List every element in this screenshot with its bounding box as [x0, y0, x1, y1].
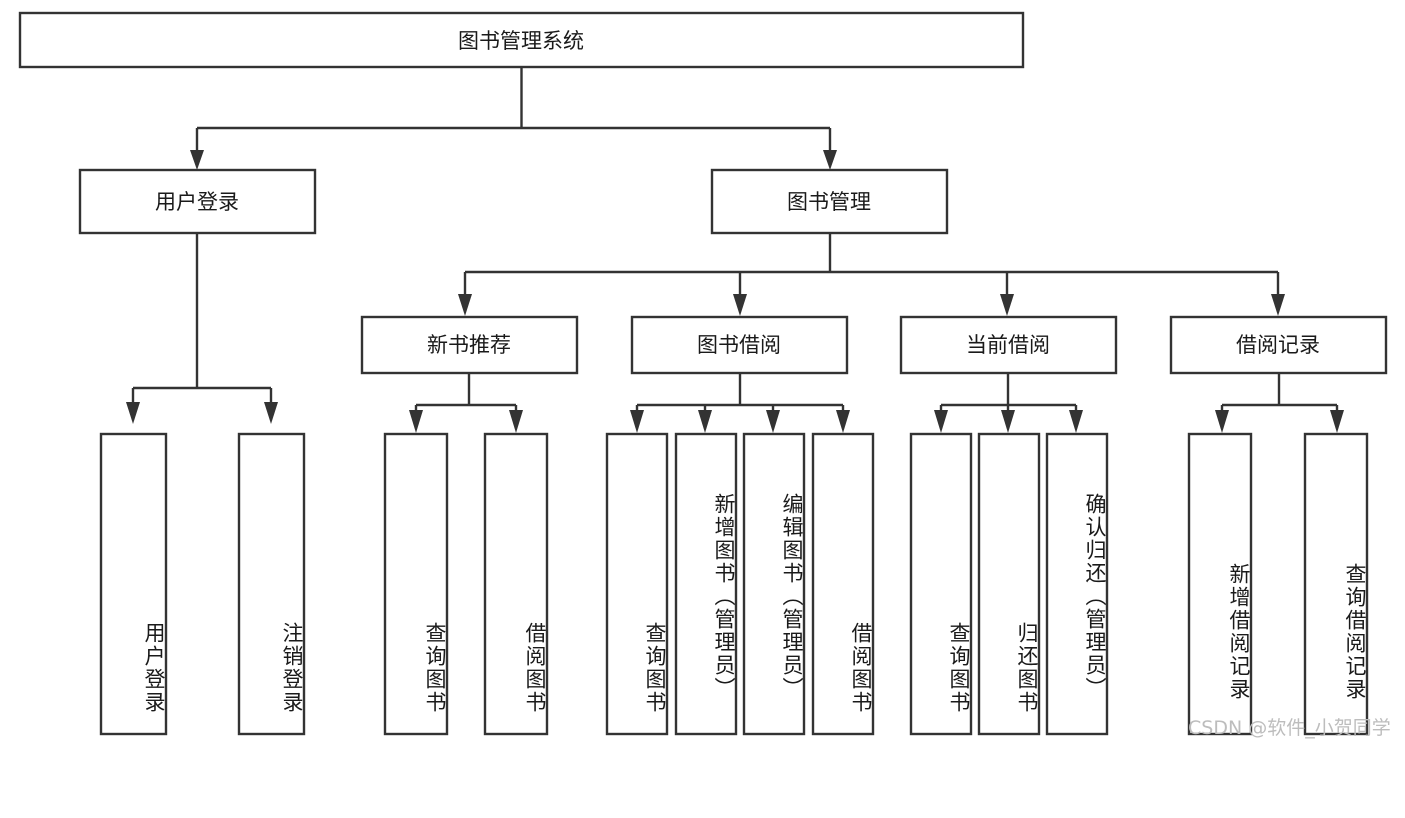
node-current-borrow[interactable]: 当前借阅	[899, 315, 1118, 375]
leaf-edit-book-box[interactable]	[742, 432, 806, 736]
leaf-borrow-book-2-box[interactable]	[811, 432, 875, 736]
leaf-query-record-box[interactable]	[1303, 432, 1369, 736]
leaf-user-login-box[interactable]	[99, 432, 168, 736]
connector-layer	[126, 67, 1344, 433]
node-borrow-record[interactable]: 借阅记录	[1169, 315, 1388, 375]
node-book-borrow-label: 图书借阅	[697, 333, 781, 357]
arrowhead-leaf-confirm-return	[1069, 410, 1083, 433]
node-user-login[interactable]: 用户登录	[78, 168, 317, 235]
node-book-borrow[interactable]: 图书借阅	[630, 315, 849, 375]
system-hierarchy-diagram: 图书管理系统 用户登录 图书管理 新书推荐 图书借阅 当前借阅 借阅记录	[18, 11, 1388, 736]
arrowhead-leaf-query-book-1	[409, 410, 423, 433]
watermark-text: CSDN @软件_小贺同学	[1188, 717, 1391, 739]
node-book-manage-label: 图书管理	[787, 190, 871, 214]
arrowhead-leaf-edit-book	[766, 410, 780, 433]
leaf-add-record-box[interactable]	[1187, 432, 1253, 736]
node-borrow-record-label: 借阅记录	[1236, 333, 1320, 357]
node-root-label: 图书管理系统	[458, 29, 584, 53]
node-root[interactable]: 图书管理系统	[18, 11, 1025, 69]
leaf-add-book-box[interactable]	[674, 432, 738, 736]
node-user-login-box[interactable]	[78, 168, 317, 235]
arrowhead-leaf-user-logout	[264, 402, 278, 424]
arrowhead-leaf-query-book-2	[630, 410, 644, 433]
leaf-query-book-2-box[interactable]	[605, 432, 669, 736]
leaf-return-book-box[interactable]	[977, 432, 1041, 736]
arrowhead-leaf-return-book	[1001, 410, 1015, 433]
leaf-query-book-3-box[interactable]	[909, 432, 973, 736]
node-current-borrow-box[interactable]	[899, 315, 1118, 375]
arrowhead-book-manage	[823, 150, 837, 170]
node-root-box[interactable]	[18, 11, 1025, 69]
arrowhead-user-login	[190, 150, 204, 170]
node-new-book-rec-label: 新书推荐	[427, 333, 511, 357]
arrowhead-leaf-borrow-book-1	[509, 410, 523, 433]
arrowhead-leaf-add-record	[1215, 410, 1229, 433]
node-new-book-rec-box[interactable]	[360, 315, 579, 375]
arrowhead-current-borrow	[1000, 294, 1014, 316]
arrowhead-leaf-borrow-book-2	[836, 410, 850, 433]
node-user-login-label: 用户登录	[155, 190, 239, 214]
arrowhead-leaf-add-book	[698, 410, 712, 433]
arrowhead-borrow-record	[1271, 294, 1285, 316]
leaf-user-logout-box[interactable]	[237, 432, 306, 736]
arrowhead-leaf-query-record	[1330, 410, 1344, 433]
leaf-borrow-book-1-box[interactable]	[483, 432, 549, 736]
node-current-borrow-label: 当前借阅	[966, 333, 1050, 357]
leaf-query-book-1-box[interactable]	[383, 432, 449, 736]
node-new-book-rec[interactable]: 新书推荐	[360, 315, 579, 375]
arrowhead-book-borrow	[733, 294, 747, 316]
node-book-manage[interactable]: 图书管理	[710, 168, 949, 235]
arrowhead-new-book-rec	[458, 294, 472, 316]
leaf-confirm-return-box[interactable]	[1045, 432, 1109, 736]
arrowhead-leaf-user-login	[126, 402, 140, 424]
node-borrow-record-box[interactable]	[1169, 315, 1388, 375]
arrowhead-leaf-query-book-3	[934, 410, 948, 433]
node-book-manage-box[interactable]	[710, 168, 949, 235]
node-book-borrow-box[interactable]	[630, 315, 849, 375]
